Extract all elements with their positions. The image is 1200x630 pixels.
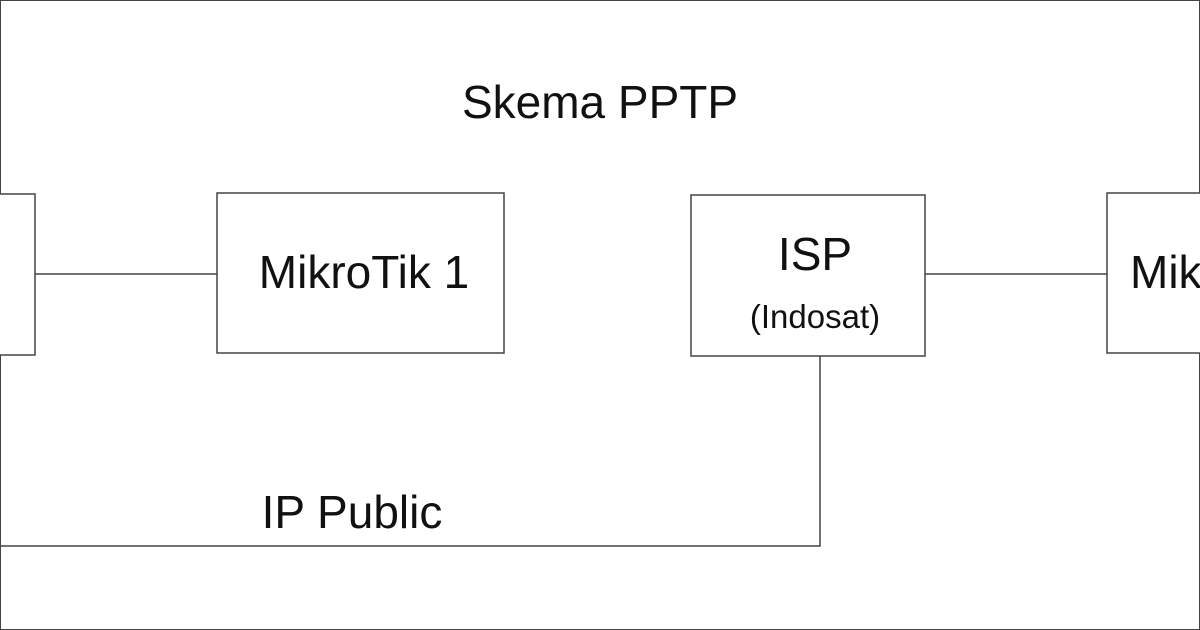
node-mikrotik-2 (1106, 192, 1200, 354)
node-isp-sublabel: (Indosat) (750, 298, 880, 335)
edge-isp-ip-public (0, 356, 821, 547)
node-mikrotik-1-label: MikroTik 1 (259, 246, 469, 298)
node-isp-label: ISP (778, 228, 852, 280)
node-mikrotik-2-label: Mik (1130, 246, 1200, 298)
node-isp (690, 194, 926, 357)
diagram-title: Skema PPTP (462, 76, 738, 128)
node-left-device (0, 193, 36, 356)
edge-ip-public-label: IP Public (262, 486, 443, 538)
node-mikrotik-1 (216, 192, 505, 354)
